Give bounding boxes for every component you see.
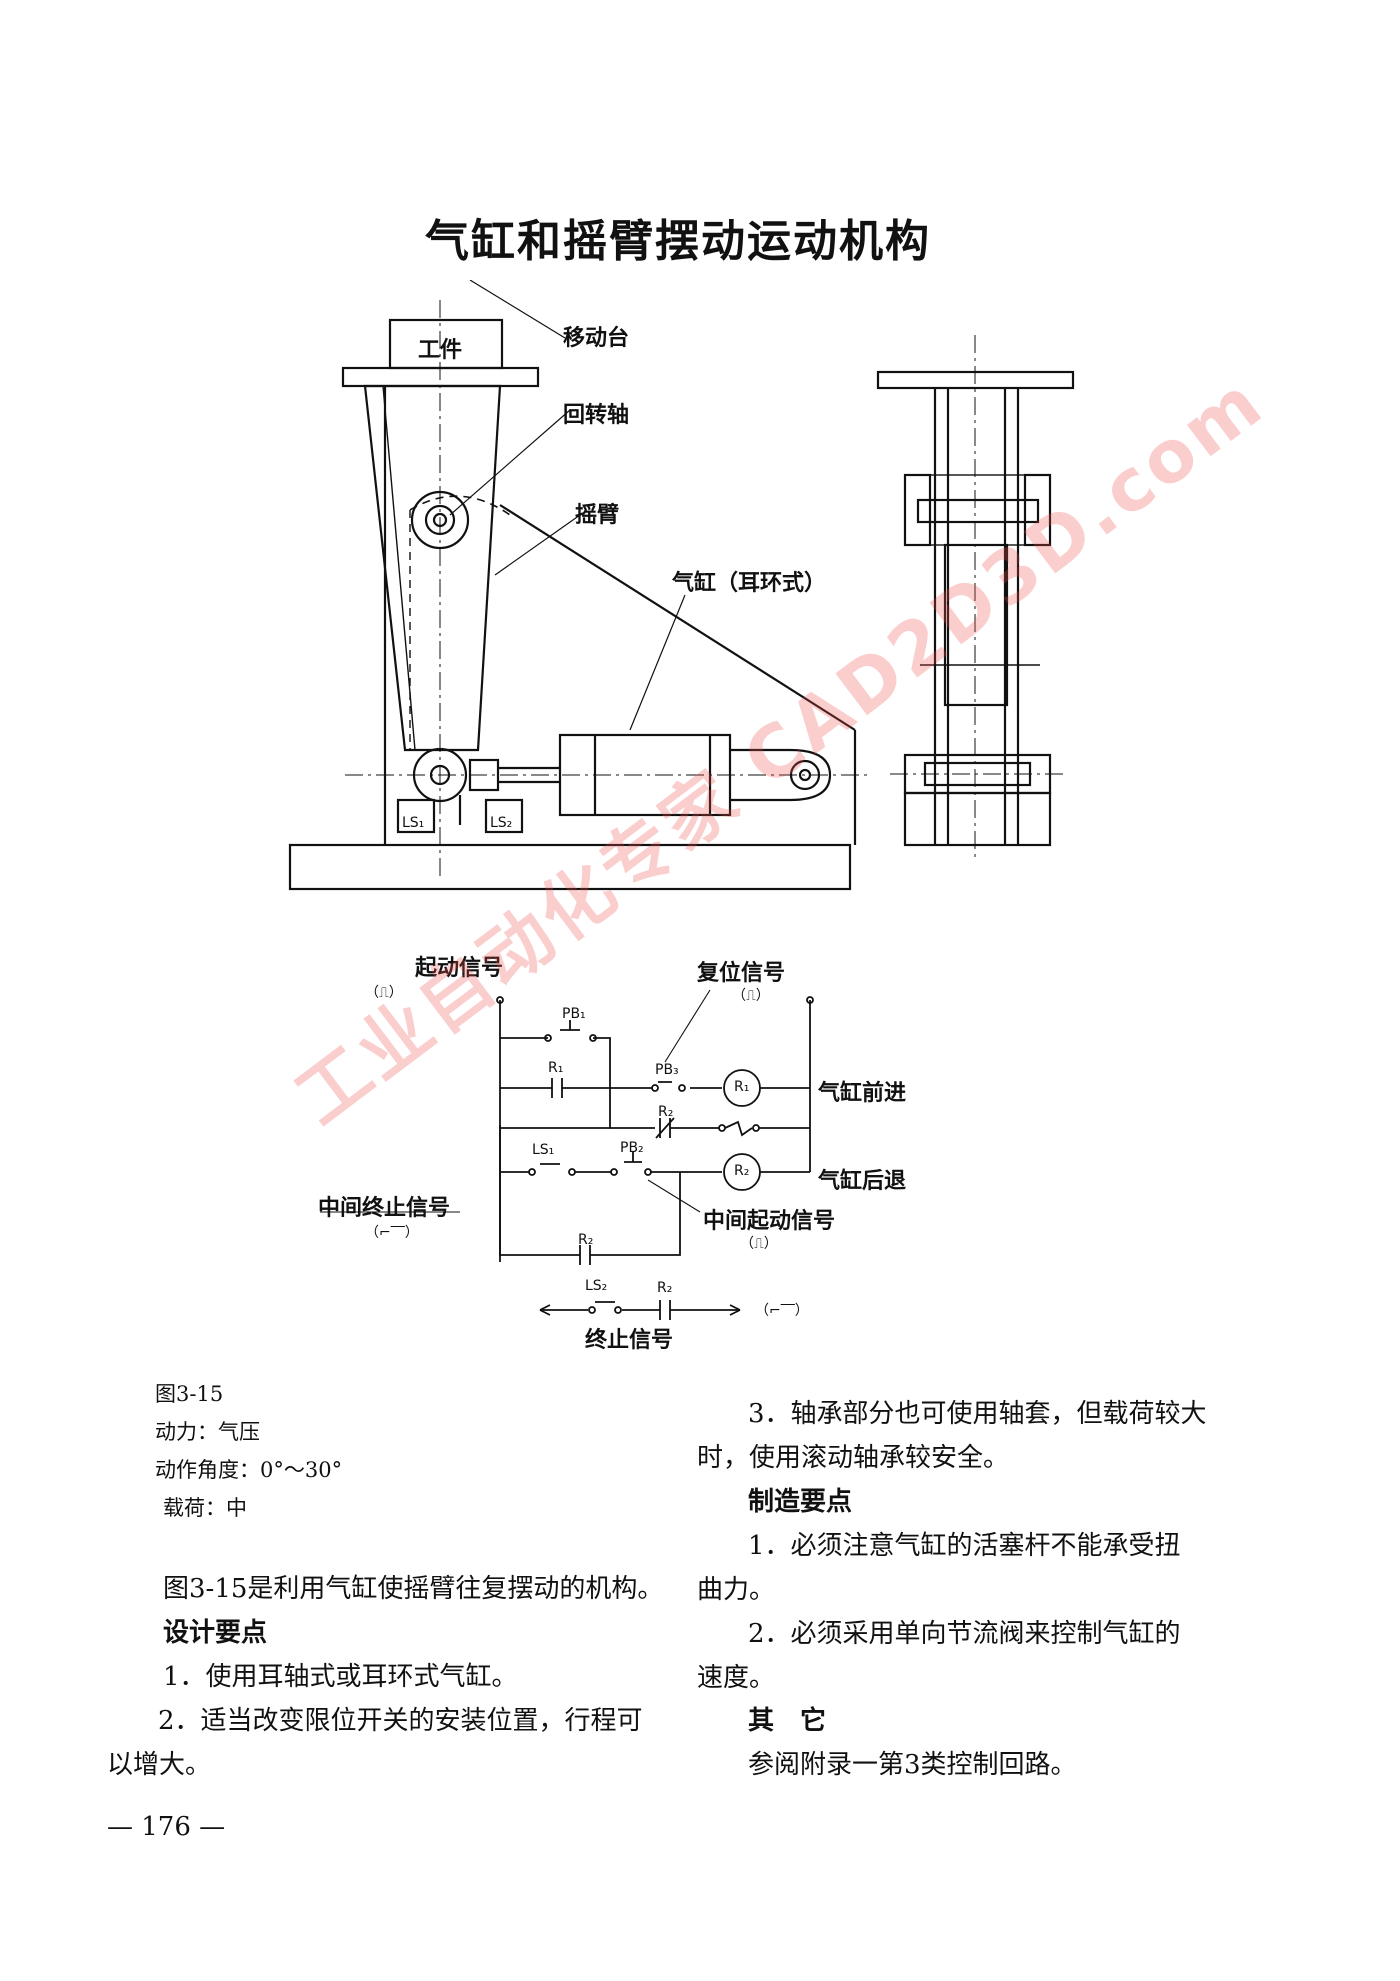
design-point-1: 1．使用耳轴式或耳环式气缸。 <box>163 1662 518 1692</box>
label-r2-contact: R₂ <box>658 1104 674 1120</box>
design-point-2b: 以增大。 <box>107 1750 212 1780</box>
label-start-signal: 起动信号 <box>415 956 504 981</box>
label-start-pulse: （⎍） <box>365 985 403 1001</box>
label-cylinder: 气缸（耳环式） <box>672 571 827 596</box>
label-r2-hold: R₂ <box>578 1232 594 1248</box>
spec-load: 载荷：中 <box>163 1496 247 1520</box>
label-mid-start-pulse: （⎍） <box>740 1236 778 1252</box>
spec-power: 动力：气压 <box>155 1420 260 1444</box>
other-point-1: 参阅附录一第3类控制回路。 <box>748 1750 1077 1780</box>
label-reset-pulse: （⎍） <box>732 988 770 1004</box>
label-workpiece: 工件 <box>418 338 463 363</box>
label-r1-contact: R₁ <box>548 1060 564 1076</box>
label-pb2: PB₂ <box>620 1140 644 1156</box>
mfg-point-1b: 曲力。 <box>697 1575 776 1605</box>
design-point-3b: 时，使用滚动轴承较安全。 <box>697 1443 1010 1473</box>
label-backward: 气缸后退 <box>818 1169 907 1194</box>
design-heading: 设计要点 <box>163 1618 268 1648</box>
control-circuit <box>320 989 814 1320</box>
label-ls1-contact: LS₁ <box>532 1142 555 1158</box>
design-point-2a: 2．适当改变限位开关的安装位置，行程可 <box>158 1706 643 1736</box>
page-title: 气缸和摇臂摆动运动机构 <box>425 216 931 267</box>
mechanism-drawing <box>288 280 1075 891</box>
design-point-3a: 3．轴承部分也可使用轴套，但载荷较大 <box>748 1399 1207 1429</box>
label-mid-start-signal: 中间起动信号 <box>703 1209 836 1234</box>
label-ls2: LS₂ <box>490 815 513 831</box>
mfg-point-1a: 1．必须注意气缸的活塞杆不能承受扭 <box>748 1531 1181 1561</box>
label-rocker-arm: 摇臂 <box>575 503 620 528</box>
label-end-signal: 终止信号 <box>585 1328 674 1353</box>
label-reset-signal: 复位信号 <box>697 961 786 986</box>
other-heading: 其 它 <box>748 1706 827 1736</box>
mfg-point-2b: 速度。 <box>697 1663 776 1693</box>
page-number: — 176 — <box>107 1812 226 1842</box>
label-ls1: LS₁ <box>402 815 425 831</box>
label-pb3: PB₃ <box>655 1062 679 1078</box>
label-r1-coil: R₁ <box>734 1079 750 1095</box>
label-end-pulse: （⌐‾‾） <box>755 1303 809 1319</box>
label-rotary-shaft: 回转轴 <box>563 403 630 428</box>
label-mid-stop-pulse: （⌐‾‾） <box>365 1225 419 1241</box>
figure-number: 图3-15 <box>155 1382 224 1406</box>
label-pb1: PB₁ <box>562 1006 586 1022</box>
spec-angle: 动作角度：0°～30° <box>155 1458 343 1482</box>
label-r2-end: R₂ <box>657 1280 673 1296</box>
label-forward: 气缸前进 <box>818 1081 907 1106</box>
mfg-heading: 制造要点 <box>748 1487 853 1517</box>
mfg-point-2a: 2．必须采用单向节流阀来控制气缸的 <box>748 1619 1181 1649</box>
label-mid-stop-signal: 中间终止信号 <box>318 1196 451 1221</box>
label-r2-coil: R₂ <box>734 1163 750 1179</box>
intro-text: 图3-15是利用气缸使摇臂往复摆动的机构。 <box>163 1574 664 1604</box>
label-moving-table: 移动台 <box>563 326 630 351</box>
label-ls2-contact: LS₂ <box>585 1278 608 1294</box>
